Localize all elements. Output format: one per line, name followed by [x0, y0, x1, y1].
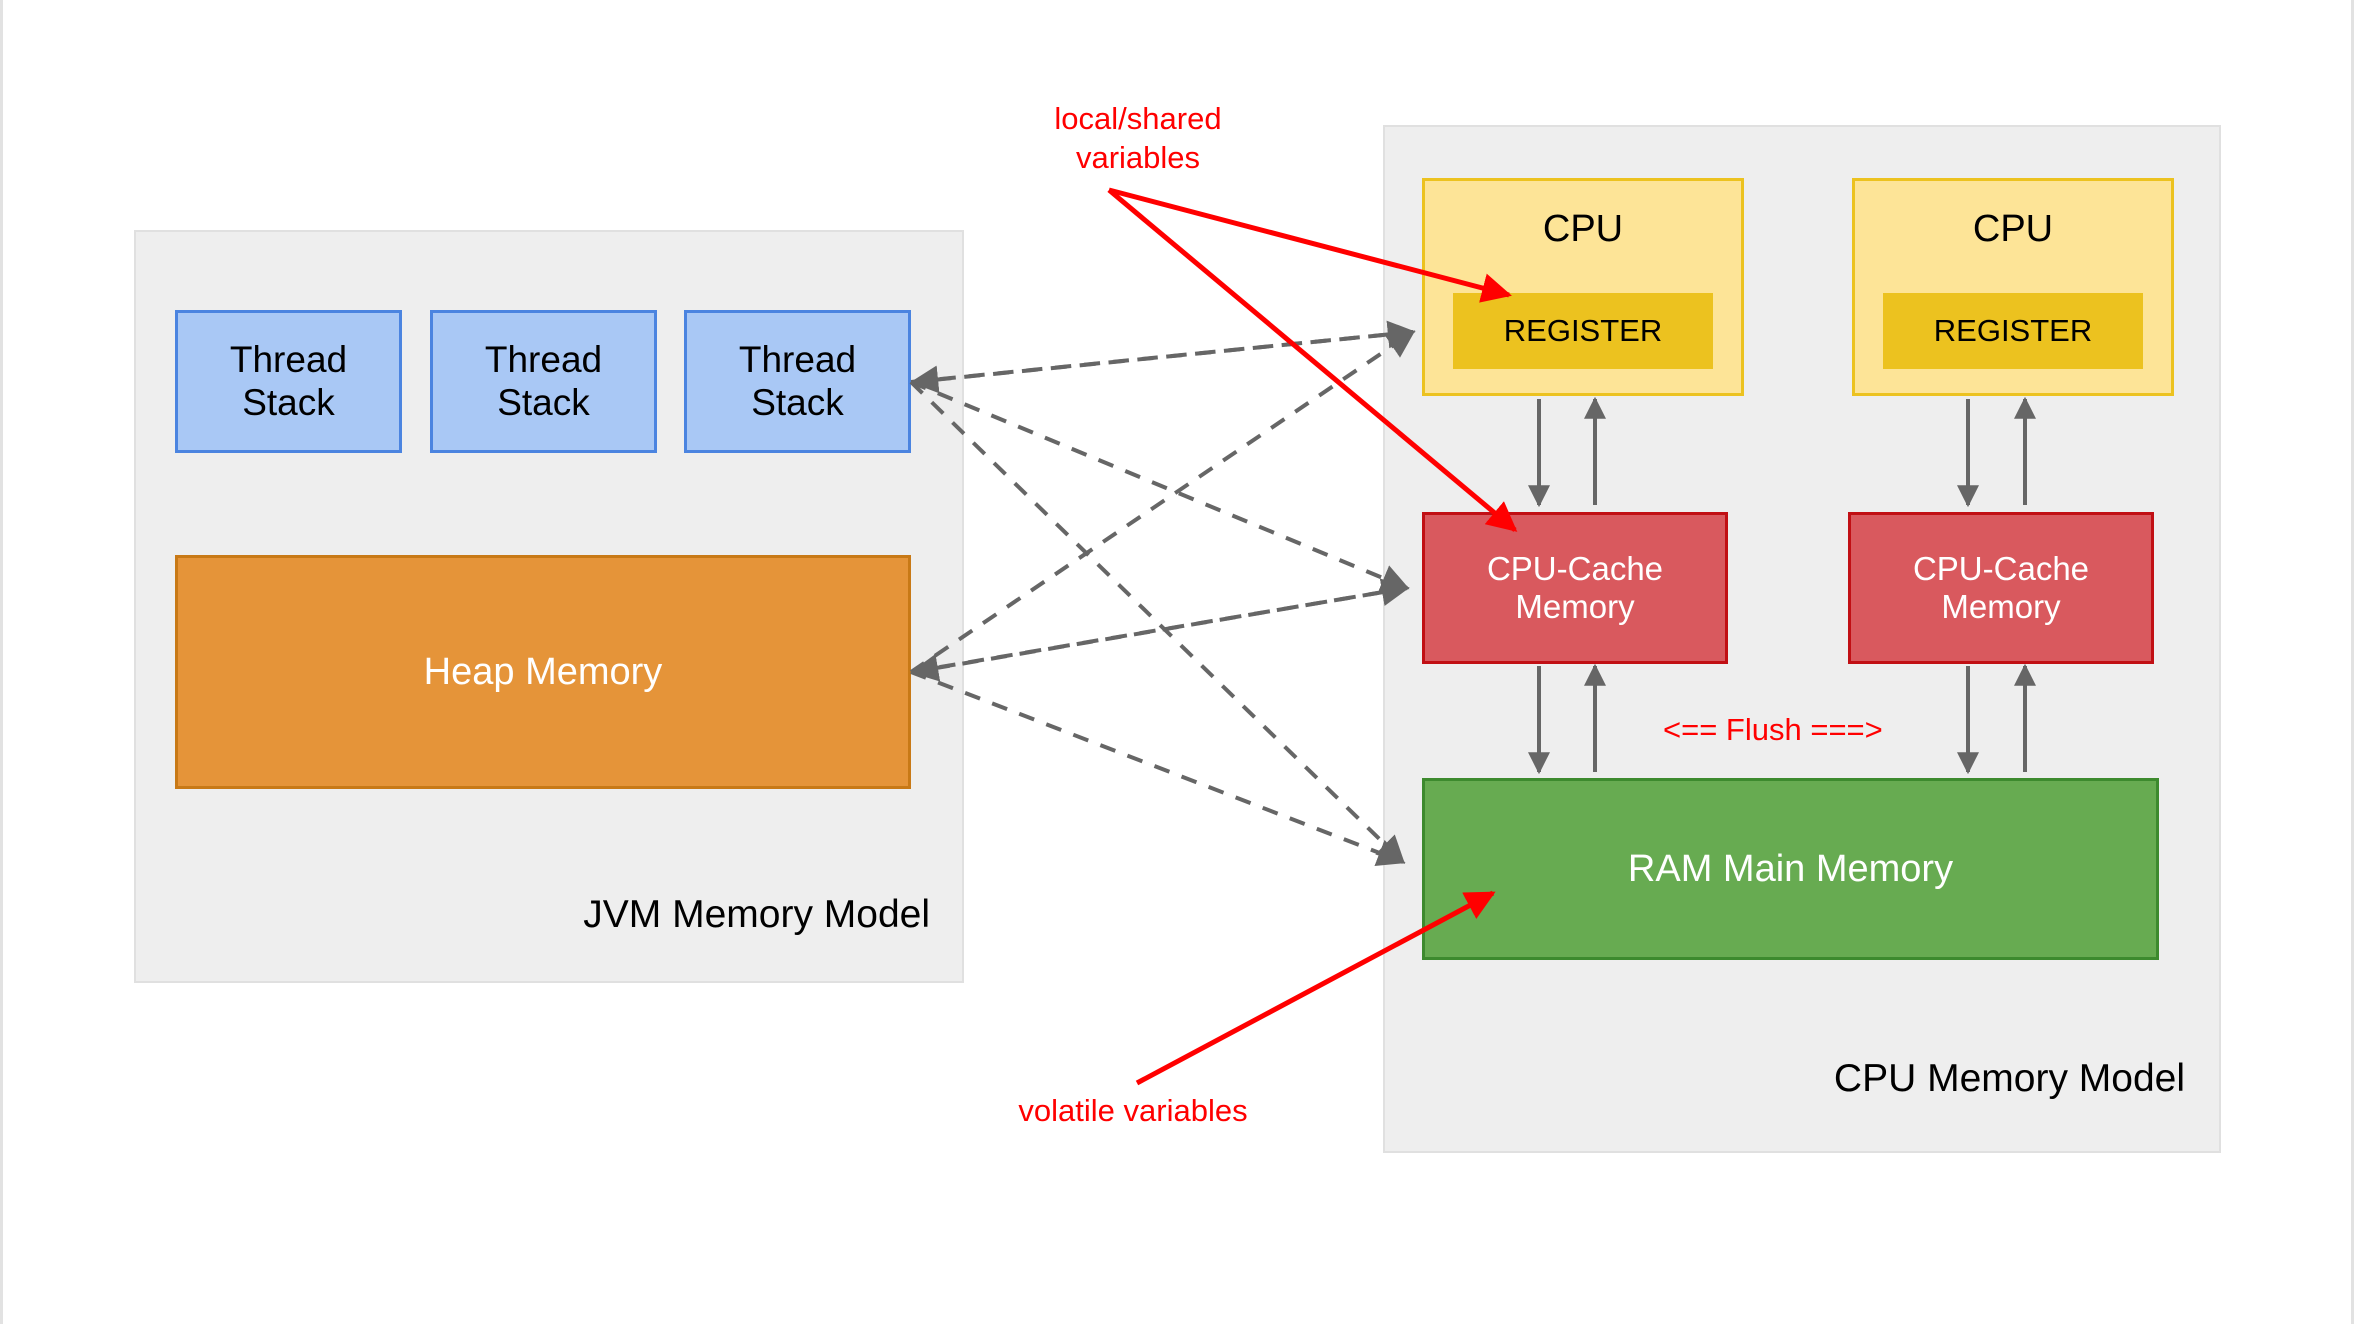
cpu-memory-model-title: CPU Memory Model — [1833, 1057, 2185, 1100]
cpu-cache-memory-box-2[interactable]: CPU-Cache Memory — [1848, 512, 2154, 664]
dashed-threadstack-to-ram — [909, 380, 1406, 864]
dashed-heap-to-cache — [910, 578, 1410, 674]
ram-main-memory-box[interactable]: RAM Main Memory — [1422, 778, 2159, 960]
volatile-variables-annotation: volatile variables — [1018, 1093, 1248, 1128]
dashed-cache-to-heap — [910, 586, 1408, 682]
register-box-1[interactable]: REGISTER — [1453, 293, 1713, 369]
dashed-register-to-threadstack — [910, 330, 1414, 394]
dashed-connector-group — [909, 320, 1416, 866]
flush-annotation: <== Flush ===> — [1663, 712, 1883, 747]
cpu-box-1[interactable]: CPU REGISTER — [1422, 178, 1744, 396]
dashed-threadstack-to-register — [910, 320, 1416, 384]
local-shared-variables-annotation: local/shared variables — [1054, 101, 1222, 175]
cpu-label-2: CPU — [1972, 208, 2054, 250]
thread-stack-box-1[interactable]: Thread Stack — [175, 310, 402, 453]
heap-memory-box[interactable]: Heap Memory — [175, 555, 911, 789]
thread-stack-box-2[interactable]: Thread Stack — [430, 310, 657, 453]
cpu-label-1: CPU — [1542, 208, 1624, 250]
jvm-memory-model-title: JVM Memory Model — [583, 893, 930, 936]
register-box-2[interactable]: REGISTER — [1883, 293, 2143, 369]
dashed-heap-to-register — [909, 330, 1416, 674]
dashed-threadstack-to-cache — [910, 380, 1410, 592]
cpu-cache-memory-box-1[interactable]: CPU-Cache Memory — [1422, 512, 1728, 664]
cpu-box-2[interactable]: CPU REGISTER — [1852, 178, 2174, 396]
dashed-heap-to-ram — [910, 670, 1406, 866]
thread-stack-box-3[interactable]: Thread Stack — [684, 310, 911, 453]
